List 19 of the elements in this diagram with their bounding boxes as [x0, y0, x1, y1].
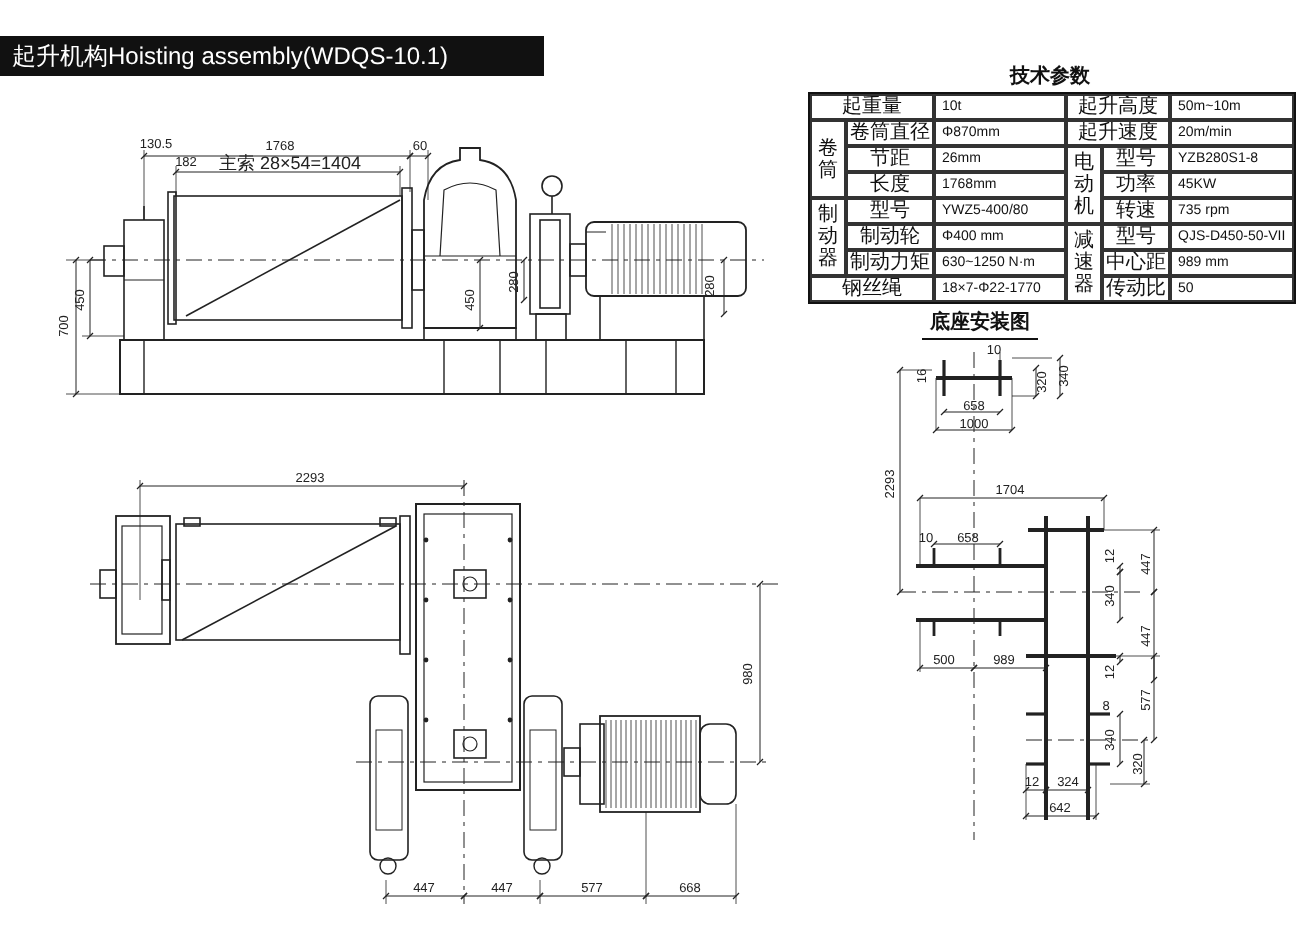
spec-label: 电动机: [1066, 146, 1102, 224]
spec-label: 制动器: [810, 198, 846, 276]
spec-label: 减速器: [1066, 224, 1102, 302]
spec-label: 型号: [846, 198, 934, 224]
page-title: 起升机构Hoisting assembly(WDQS-10.1): [0, 36, 544, 76]
spec-label: 节距: [846, 146, 934, 172]
table-heading: 技术参数: [1010, 63, 1090, 90]
dimension-label: 主索 28×54=1404: [218, 155, 362, 173]
spec-label: 型号: [1102, 224, 1170, 250]
drawing-heading: 底座安装图: [922, 308, 1038, 340]
spec-label: 卷筒直径: [846, 120, 934, 146]
spec-label: 型号: [1102, 146, 1170, 172]
spec-label: 卷筒: [810, 120, 846, 198]
spec-label: 制动轮: [846, 224, 934, 250]
spec-label: 起重量: [810, 94, 934, 120]
spec-label: 钢丝绳: [810, 276, 934, 302]
spec-label: 传动比: [1102, 276, 1170, 302]
spec-label: 转速: [1102, 198, 1170, 224]
spec-label: 制动力矩: [846, 250, 934, 276]
